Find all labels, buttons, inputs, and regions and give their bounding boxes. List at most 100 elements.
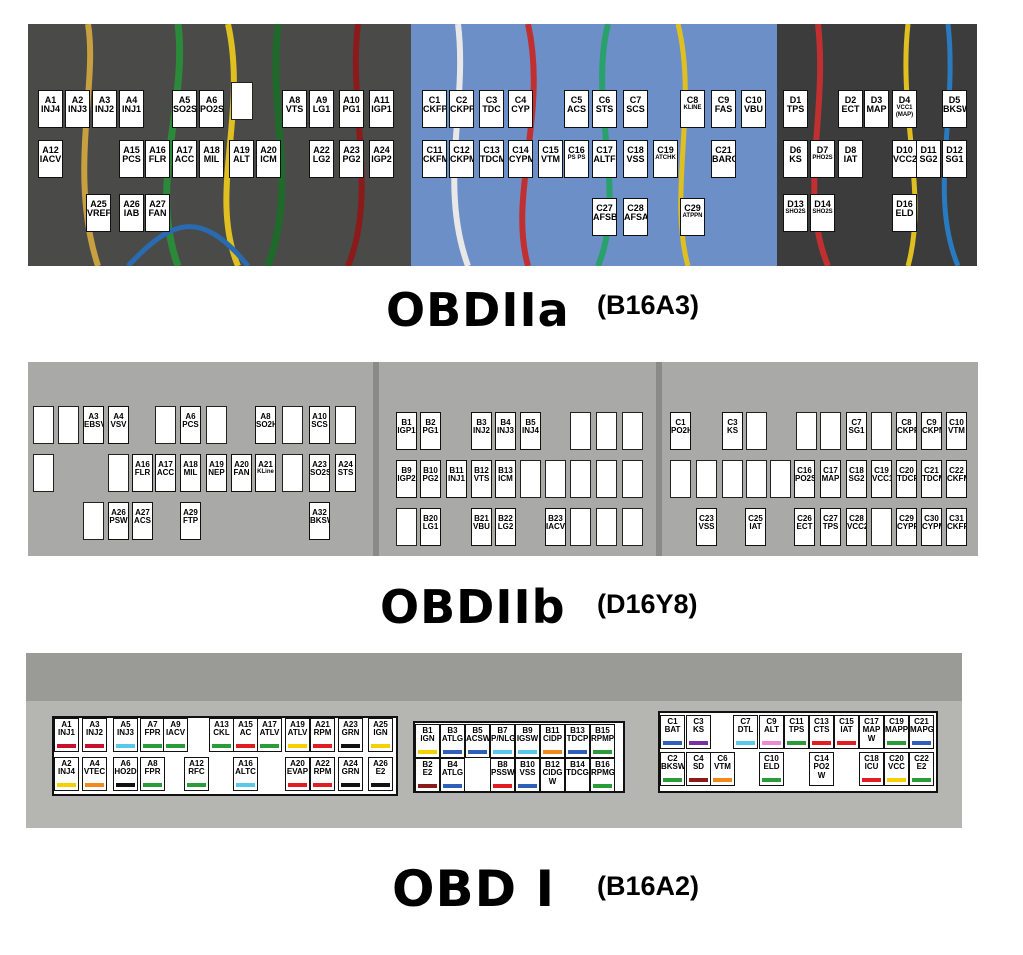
pin-function: BAT bbox=[664, 725, 681, 735]
pin-function: CKPP bbox=[450, 104, 474, 115]
pin-function: TDCP bbox=[566, 734, 589, 744]
pin-number: A23 bbox=[312, 460, 327, 469]
pin-function: VTEC bbox=[83, 767, 106, 777]
pin-function: CYPM bbox=[922, 522, 941, 532]
wire-color-stripe bbox=[713, 778, 732, 782]
pin-function: TDCM bbox=[922, 474, 941, 484]
pin-number: A23 bbox=[343, 145, 360, 155]
pin-function: PG2 bbox=[422, 474, 439, 484]
pin-number: C28 bbox=[627, 203, 644, 213]
empty-pin-slot bbox=[58, 406, 79, 444]
pin-function: DTL bbox=[737, 725, 754, 735]
empty-pin-slot bbox=[696, 460, 717, 498]
wire-color-stripe bbox=[593, 750, 612, 754]
pin-function: VSS bbox=[698, 522, 715, 532]
pin-number: A5 bbox=[120, 720, 131, 729]
pin-number: A3 bbox=[98, 95, 111, 105]
pin-number: B3 bbox=[447, 726, 458, 735]
pin-number: B8 bbox=[497, 760, 508, 769]
pin-number: D14 bbox=[814, 199, 831, 209]
pin-number: B11 bbox=[545, 726, 560, 735]
pin-number: C25 bbox=[748, 514, 763, 523]
pin-number: A2 bbox=[71, 95, 84, 105]
pin-number: D6 bbox=[789, 145, 802, 155]
pin-number: A17 bbox=[158, 460, 173, 469]
pin-function: ATLV bbox=[259, 728, 280, 738]
pin-number: C2 bbox=[667, 754, 678, 763]
pin-function: TPS bbox=[822, 522, 839, 532]
pin-number: A1 bbox=[44, 95, 57, 105]
pin-function: CIDP bbox=[542, 734, 563, 744]
wire-color-stripe bbox=[493, 750, 512, 754]
pin-function: KS bbox=[726, 426, 739, 436]
wire-color-stripe bbox=[371, 744, 390, 748]
pin-function: PSW bbox=[109, 516, 128, 526]
pin-number: B9 bbox=[522, 726, 533, 735]
pin-function: AC bbox=[239, 728, 252, 738]
empty-pin-slot bbox=[820, 412, 841, 450]
pin-number: D16 bbox=[896, 199, 913, 209]
pin-number: A15 bbox=[123, 145, 140, 155]
pin-number: B12 bbox=[474, 466, 489, 475]
wire-color-stripe bbox=[912, 741, 931, 745]
pin-function: KLINE bbox=[683, 105, 702, 112]
pin-function: INJ1 bbox=[121, 104, 141, 115]
pin-number: A4 bbox=[113, 412, 124, 421]
pin-function: AFSB bbox=[593, 212, 617, 223]
pin-function: CKPM bbox=[922, 426, 941, 436]
pin-number: A17 bbox=[262, 720, 277, 729]
wire-color-stripe bbox=[543, 784, 562, 788]
pin-function: FLR bbox=[134, 468, 151, 478]
pin-number: A21 bbox=[315, 720, 330, 729]
pin-function: INJ4 bbox=[58, 767, 75, 777]
pin-number: A2 bbox=[61, 759, 72, 768]
pin-number: A6 bbox=[185, 412, 196, 421]
pin-function: ECT bbox=[841, 104, 860, 115]
pin-number: B21 bbox=[474, 514, 489, 523]
empty-pin-slot bbox=[335, 406, 356, 444]
pin-function: FPR bbox=[144, 728, 161, 738]
pin-number: C10 bbox=[745, 95, 762, 105]
pin-number: C29 bbox=[899, 514, 914, 523]
pin-function: GRN bbox=[341, 728, 360, 738]
wire-color-stripe bbox=[568, 784, 587, 788]
pin-function: PO2S bbox=[200, 104, 224, 115]
pin-function: PCS bbox=[122, 154, 141, 165]
pin-number: C15 bbox=[542, 145, 559, 155]
pin-number: C7 bbox=[851, 418, 862, 427]
pin-function: E2 bbox=[422, 768, 433, 778]
pin-function: PG1 bbox=[422, 426, 439, 436]
pin-number: A16 bbox=[149, 145, 166, 155]
pin-function: TDCP bbox=[897, 474, 917, 484]
